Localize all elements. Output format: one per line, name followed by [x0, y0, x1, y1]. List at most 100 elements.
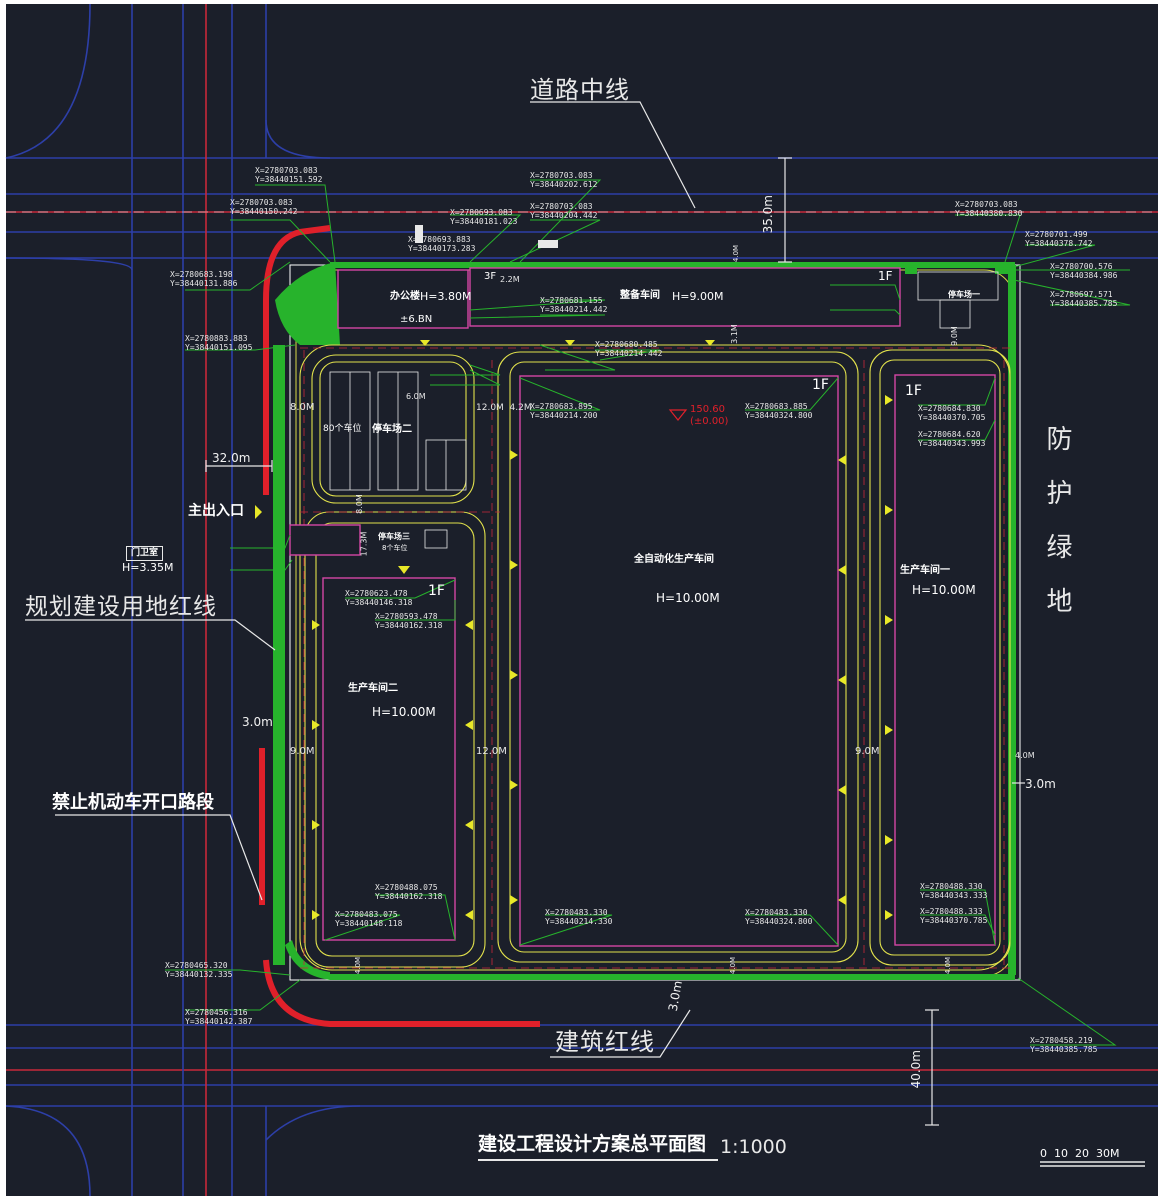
building-red-line-label: 建筑红线 [555, 1028, 655, 1056]
road-31-dim: 3.1M [729, 324, 739, 344]
road-8v-dim: 8.0M [354, 494, 364, 514]
road-8-west-dim: 8.0M [290, 402, 315, 413]
road-12-top-dim: 12.0M 4.2M [476, 403, 532, 413]
coord-s6: X=2780488.333 Y=38440370.785 [920, 907, 988, 925]
building-main-plant [519, 375, 839, 947]
road-9-ne-dim: 9.0M [949, 326, 959, 346]
planning-red-line-label: 规划建设用地红线 [25, 594, 217, 620]
coord-e1: X=2780684.830 Y=38440370.705 [918, 404, 986, 422]
coord-s5: X=2780488.330 Y=38440343.333 [920, 882, 988, 900]
coord-s3: X=2780483.330 Y=38440214.330 [545, 908, 613, 926]
south-road [6, 1024, 1158, 1107]
guard-name: 门卫室 [126, 546, 164, 561]
coord-m3: X=2780683.895 Y=38440214.200 [530, 402, 598, 420]
office-height: H=3.80M [420, 290, 472, 303]
parking2-count: 8个车位 [382, 544, 408, 552]
coord-sw1: X=2780465.320 Y=38440132.335 [165, 961, 233, 979]
scale-bar-label: 0 10 20 30M [1040, 1147, 1120, 1160]
parking1-name: 停车场二 [372, 424, 412, 435]
west-road [131, 4, 267, 1196]
coord-nw2: X=2780703.083 Y=38440151.592 [255, 166, 323, 184]
coord-w1: X=2780883.883 Y=38440151.095 [185, 334, 253, 352]
parking-stalls [329, 271, 999, 549]
main-entrance-label: 主出入口 [188, 503, 244, 519]
east-offset-dim: 3.0m [1025, 777, 1056, 791]
coord-s2: X=2780483.075 Y=38440148.118 [335, 910, 403, 928]
elevation-c: (±0.00) [690, 416, 729, 427]
road-4-south2-dim: 4.0M [729, 956, 738, 975]
road-9-west-dim: 9.0M [290, 746, 315, 757]
coord-s1: X=2780488.075 Y=38440162.318 [375, 883, 443, 901]
elevation-a: ±6.BN [400, 314, 433, 325]
office-floors: 3F [484, 271, 497, 282]
building-plant2 [322, 577, 456, 941]
road-4-top-dim: 4.0M [732, 244, 741, 263]
road-6-dim: 6.0M [406, 392, 426, 401]
plant1-name: 生产车间一 [900, 565, 950, 576]
building-office [337, 269, 469, 329]
internal-roads [299, 344, 1011, 971]
elevation-marker-icon [668, 409, 688, 421]
coord-se1: X=2780458.219 Y=38440385.785 [1030, 1036, 1098, 1054]
west-width-dim: 32.0m [212, 451, 251, 465]
parking1-count: 80个车位 [323, 424, 362, 434]
coord-ne1: X=2780703.083 Y=38440380.830 [955, 200, 1023, 218]
warehouse-height: H=9.00M [672, 290, 724, 303]
building-plant1 [894, 374, 996, 946]
coord-nw3: X=2780683.198 Y=38440131.886 [170, 270, 238, 288]
south-setback-dim: 40.0m [909, 1050, 923, 1089]
road-4-south3-dim: 4.0M [944, 956, 953, 975]
road-17-dim: 17.3M [359, 531, 369, 557]
warehouse-floors: 1F [878, 269, 893, 283]
coord-m4: X=2780683.885 Y=38440324.800 [745, 402, 813, 420]
dimension-lines [205, 157, 1025, 1126]
road-9-east-dim: 9.0M [855, 746, 880, 757]
coord-nw1: X=2780703.083 Y=38440150.242 [230, 198, 298, 216]
plant2-floors: 1F [428, 583, 445, 599]
coord-n1: X=2780703.083 Y=38440202.612 [530, 171, 598, 189]
entry-markers [255, 340, 893, 920]
building-warehouse [469, 267, 901, 327]
road-4-south1-dim: 4.0M [354, 956, 363, 975]
coord-ne4: X=2780697.571 Y=38440385.785 [1050, 290, 1118, 308]
parking3-name: 停车场一 [948, 290, 980, 299]
road-2-dim: 2.2M [500, 275, 520, 284]
elevation-b: 150.60 [690, 404, 725, 415]
coord-m1: X=2780681.155 Y=38440214.442 [540, 296, 608, 314]
coord-p2a: X=2780623.478 Y=38440146.318 [345, 589, 413, 607]
coordinate-leaders [165, 179, 1131, 1046]
road-corners [5, 3, 361, 1197]
coord-ne2: X=2780701.499 Y=38440378.742 [1025, 230, 1093, 248]
callout-leaders [25, 101, 696, 1058]
green-hedges [273, 262, 1016, 980]
road-12-west-dim: 12.0M [476, 746, 507, 757]
north-setback-dim: 35.0m [761, 195, 775, 234]
plant1-floors: 1F [905, 383, 922, 399]
coord-n2: X=2780703.083 Y=38440204.442 [530, 202, 598, 220]
scale-bar-graphic [1040, 1161, 1145, 1167]
coord-n4: X=2780693.883 Y=38440173.283 [408, 235, 476, 253]
main-plant-name: 全自动化生产车间 [634, 554, 714, 565]
parking2-name: 停车场三 [378, 532, 410, 541]
drawing-scale: 1:1000 [720, 1136, 787, 1158]
coord-p2b: X=2780593.478 Y=38440162.318 [375, 612, 443, 630]
road-centerlines-internal [300, 347, 1010, 969]
coord-s4: X=2780483.330 Y=38440324.800 [745, 908, 813, 926]
coord-n3: X=2780693.083 Y=38440181.023 [450, 208, 518, 226]
coord-m2: X=2780680.485 Y=38440214.442 [595, 340, 663, 358]
guard-height: H=3.35M [122, 561, 174, 574]
east-road-dim: 4.0M [1015, 751, 1035, 760]
main-plant-floors: 1F [812, 377, 829, 393]
main-plant-height: H=10.00M [656, 591, 720, 605]
office-name: 办公楼 [390, 291, 420, 302]
green-belt-label: 防护绿地 [1042, 425, 1072, 641]
warehouse-name: 整备车间 [620, 290, 660, 301]
west-offset-dim: 3.0m [242, 715, 273, 729]
coord-ne3: X=2780700.576 Y=38440384.986 [1050, 262, 1118, 280]
plant2-height: H=10.00M [372, 705, 436, 719]
building-guard [289, 524, 361, 556]
plant2-name: 生产车间二 [348, 683, 398, 694]
road-centerline-label: 道路中线 [530, 76, 630, 104]
coord-sw2: X=2780456.316 Y=38440142.387 [185, 1008, 253, 1026]
